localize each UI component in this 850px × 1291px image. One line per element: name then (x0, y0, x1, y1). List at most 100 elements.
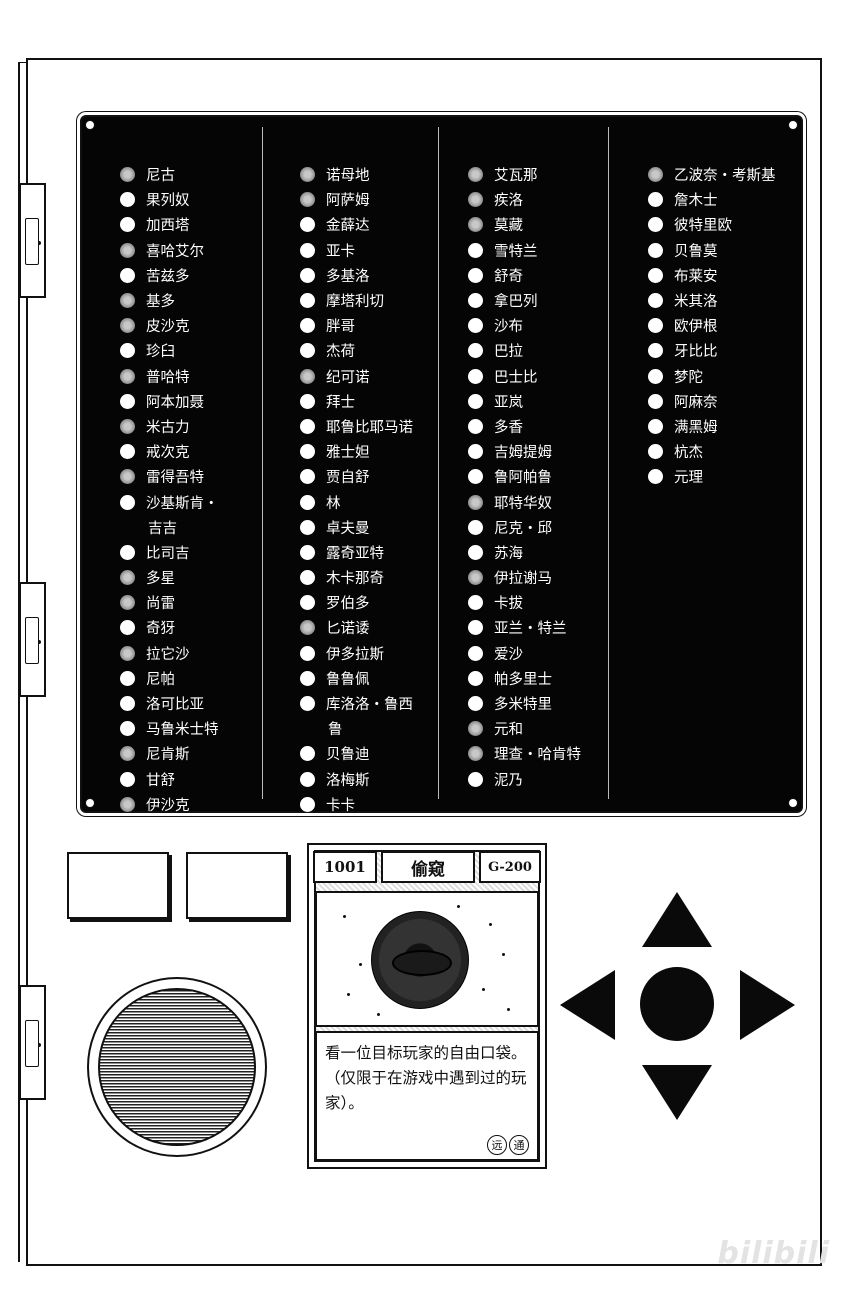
player-name: 洛可比亚 (146, 697, 204, 714)
player-status-dot-icon (468, 469, 483, 485)
player-status-dot-icon (300, 242, 315, 258)
card-illustration (315, 891, 539, 1027)
player-row: 米古力 (120, 414, 219, 439)
player-row: 洛梅斯 (300, 767, 413, 792)
speck (457, 905, 460, 908)
player-status-dot-icon (648, 418, 663, 434)
player-row: 尼帕 (120, 666, 219, 691)
player-column-1: 尼古果列奴加西塔喜哈艾尔苦兹多基多皮沙克珍臼普哈特阿本加聂米古力戒次克雷得吾特沙… (120, 162, 219, 817)
player-name: 多基洛 (326, 268, 370, 285)
player-row: 泥乃 (468, 767, 581, 792)
hinge-middle (18, 582, 46, 697)
watermark-logo: bilibili (717, 1236, 830, 1271)
player-row: 拜士 (300, 389, 413, 414)
player-column-4: 乙波奈・考斯基詹木士彼特里欧贝鲁莫布莱安米其洛欧伊根牙比比梦陀阿麻奈满黑姆杭杰元… (648, 162, 776, 489)
left-button[interactable] (67, 852, 169, 919)
player-row: 杰荷 (300, 338, 413, 363)
player-name: 欧伊根 (674, 319, 718, 336)
player-status-dot-icon (468, 670, 483, 686)
player-status-dot-icon (468, 620, 483, 636)
speaker (87, 977, 267, 1157)
screw-icon (788, 798, 798, 808)
player-name: 露奇亚特 (326, 545, 384, 562)
player-row: 布莱安 (648, 263, 776, 288)
player-row: 爱沙 (468, 641, 581, 666)
player-name: 果列奴 (146, 193, 190, 210)
player-row: 纪可诺 (300, 364, 413, 389)
player-row: 喜哈艾尔 (120, 238, 219, 263)
player-status-dot-icon (300, 570, 315, 586)
player-row: 尚雷 (120, 590, 219, 615)
screw-icon (85, 798, 95, 808)
player-status-dot-icon (300, 544, 315, 560)
player-row: 伊拉谢马 (468, 565, 581, 590)
player-name: 雅士妲 (326, 445, 370, 462)
arrow-down-icon[interactable] (642, 1065, 712, 1120)
player-status-dot-icon (468, 368, 483, 384)
player-status-dot-icon (300, 670, 315, 686)
player-row: 摩塔利切 (300, 288, 413, 313)
player-status-dot-icon (648, 167, 663, 183)
player-status-dot-icon (468, 293, 483, 309)
player-name: 沙基斯肯・ (146, 495, 219, 512)
center-button[interactable] (640, 967, 714, 1041)
player-row: 鲁阿帕鲁 (468, 464, 581, 489)
player-name: 皮沙克 (146, 319, 190, 336)
player-name: 金薛达 (326, 218, 370, 235)
player-row: 罗伯多 (300, 590, 413, 615)
player-row: 鲁鲁佩 (300, 666, 413, 691)
player-name: 贝鲁迪 (326, 747, 370, 764)
player-row: 彼特里欧 (648, 212, 776, 237)
player-status-dot-icon (120, 368, 135, 384)
player-name: 阿麻奈 (674, 394, 718, 411)
player-status-dot-icon (120, 469, 135, 485)
player-name: 爱沙 (494, 646, 523, 663)
player-row: 卡卡 (300, 792, 413, 817)
player-status-dot-icon (468, 544, 483, 560)
right-button[interactable] (186, 852, 288, 919)
player-row: 苏海 (468, 540, 581, 565)
player-status-dot-icon (300, 796, 315, 812)
player-list-screen: 尼古果列奴加西塔喜哈艾尔苦兹多基多皮沙克珍臼普哈特阿本加聂米古力戒次克雷得吾特沙… (80, 115, 803, 814)
player-name: 雷得吾特 (146, 470, 204, 487)
player-row: 巴士比 (468, 364, 581, 389)
player-name: 木卡那奇 (326, 571, 384, 588)
player-row: 雷得吾特 (120, 464, 219, 489)
player-name: 吉吉 (148, 520, 177, 537)
player-status-dot-icon (120, 771, 135, 787)
spell-card[interactable]: 1001 偷窥 G-200 看一位目标玩家的自由口袋。（仅限于在游戏中遇到过的玩… (307, 843, 547, 1169)
player-row: 耶鲁比耶马诺 (300, 414, 413, 439)
player-name: 拉它沙 (146, 646, 190, 663)
arrow-right-icon[interactable] (740, 970, 795, 1040)
player-name: 多香 (494, 419, 523, 436)
player-row: 林 (300, 489, 413, 514)
speck (347, 993, 350, 996)
player-status-dot-icon (120, 393, 135, 409)
player-status-dot-icon (120, 595, 135, 611)
arrow-left-icon[interactable] (560, 970, 615, 1040)
player-status-dot-icon (468, 645, 483, 661)
screw-icon (85, 120, 95, 130)
player-status-dot-icon (648, 393, 663, 409)
player-row: 沙基斯肯・ (120, 489, 219, 514)
player-row: 阿麻奈 (648, 389, 776, 414)
player-name: 苦兹多 (146, 268, 190, 285)
player-status-dot-icon (300, 192, 315, 208)
column-divider (608, 127, 609, 799)
player-status-dot-icon (300, 167, 315, 183)
player-status-dot-icon (648, 267, 663, 283)
player-row: 乙波奈・考斯基 (648, 162, 776, 187)
arrow-up-icon[interactable] (642, 892, 712, 947)
player-row: 舒奇 (468, 263, 581, 288)
player-status-dot-icon (648, 217, 663, 233)
player-row: 库洛洛・鲁西 (300, 691, 413, 716)
player-row: 贝鲁迪 (300, 741, 413, 766)
player-row: 比司吉 (120, 540, 219, 565)
player-status-dot-icon (300, 494, 315, 510)
player-status-dot-icon (468, 595, 483, 611)
player-row: 疾洛 (468, 187, 581, 212)
player-row: 阿本加聂 (120, 389, 219, 414)
player-name: 理查・哈肯特 (494, 747, 581, 764)
player-status-dot-icon (120, 217, 135, 233)
player-row: 阿萨姆 (300, 187, 413, 212)
